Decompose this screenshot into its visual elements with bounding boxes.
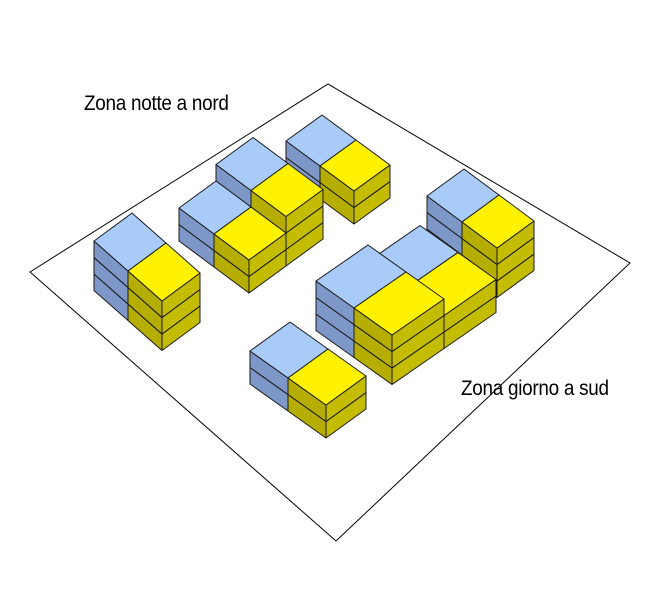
building-north-pair (178, 137, 324, 294)
cube-top-face (319, 139, 391, 192)
building-east (426, 168, 535, 298)
day-zone-cube (213, 206, 287, 277)
south-zone-label: Zona giorno a sud (461, 377, 609, 400)
day-zone-cube (319, 139, 391, 208)
cube-top-face (461, 194, 535, 249)
day-zone-cube (127, 242, 201, 318)
day-zone-cube (250, 163, 324, 234)
north-zone-label: Zona notte a nord (84, 92, 229, 115)
cube-top-face (287, 348, 367, 406)
cube-top-face (127, 242, 201, 302)
day-zone-cube (287, 348, 367, 422)
cube-top-face (250, 163, 324, 217)
building-south (249, 321, 367, 439)
building-center (315, 225, 497, 385)
cube-top-face (213, 206, 287, 261)
building-west (93, 212, 201, 351)
day-zone-cube (353, 271, 445, 352)
building-blocks (93, 114, 535, 439)
cube-top-face (353, 271, 445, 336)
day-zone-cube (461, 194, 535, 265)
